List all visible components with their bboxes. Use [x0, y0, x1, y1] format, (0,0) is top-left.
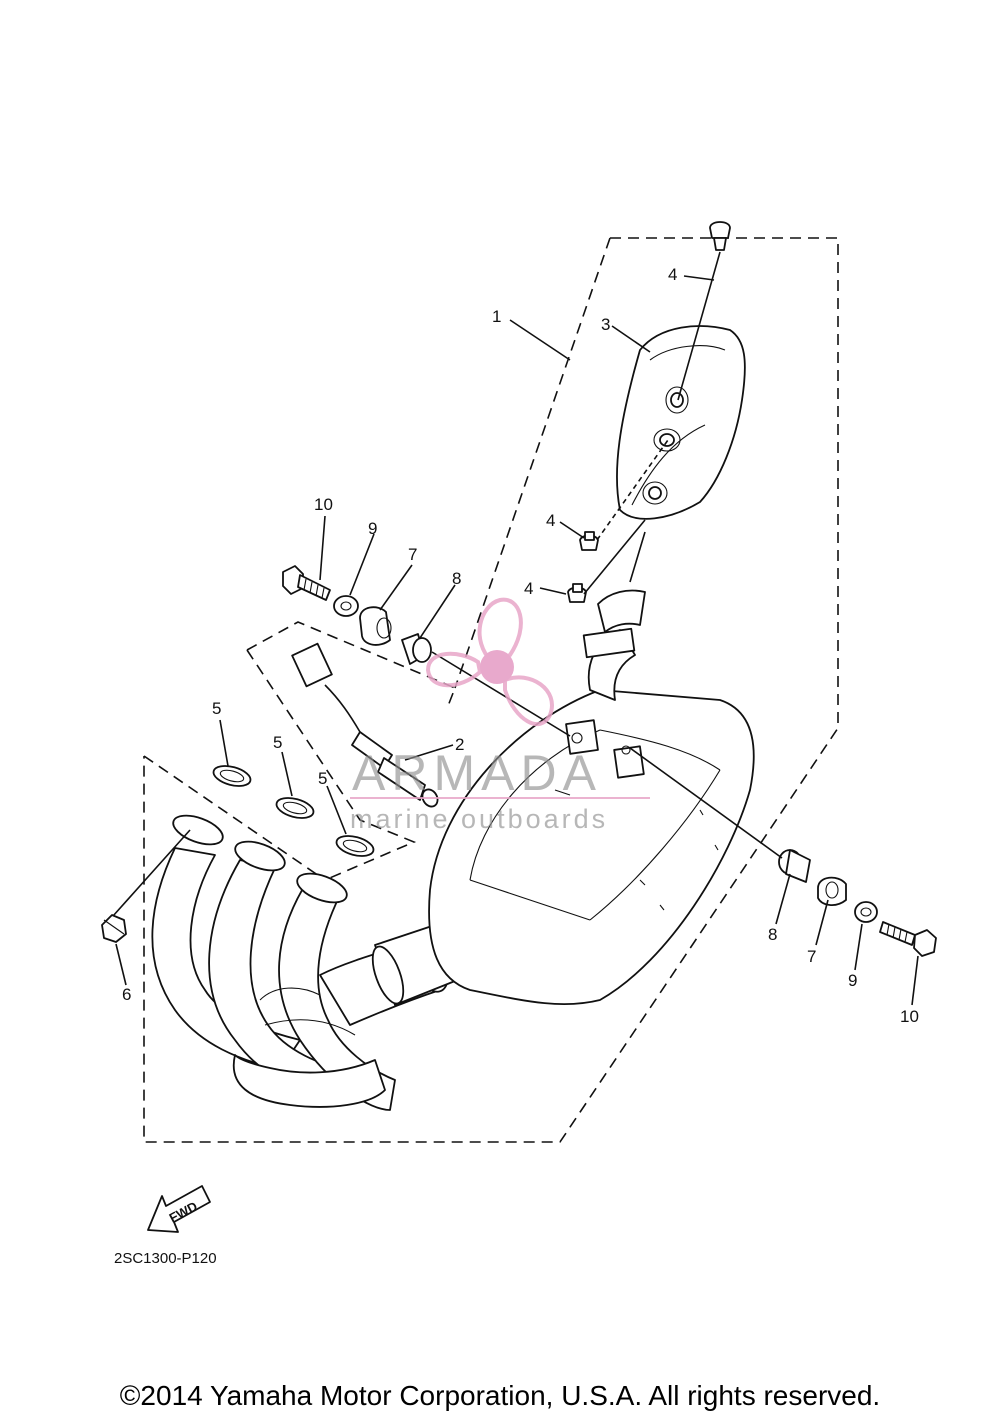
callout-10-left: 10 — [314, 495, 333, 514]
assembly-boundary — [143, 237, 839, 1143]
callout-6: 6 — [122, 985, 131, 1004]
propeller-logo-icon — [425, 597, 554, 727]
callout-7-right: 7 — [807, 947, 816, 966]
heat-protector — [616, 325, 746, 520]
callout-2: 2 — [455, 735, 464, 754]
callout-labels: 1 3 4 4 4 10 9 7 8 2 5 5 5 6 8 7 9 10 — [122, 265, 919, 1026]
callout-8-left: 8 — [452, 569, 461, 588]
right-fastener-stack — [778, 849, 937, 957]
assembly-axis-lines — [112, 251, 783, 917]
flange-nut — [101, 914, 127, 943]
armada-watermark: ARMADA marine outboards — [350, 597, 650, 834]
watermark-tagline: marine outboards — [350, 804, 608, 834]
callout-4-top: 4 — [668, 265, 677, 284]
copyright-notice: ©2014 Yamaha Motor Corporation, U.S.A. A… — [119, 1380, 881, 1411]
callout-5-middle: 5 — [273, 733, 282, 752]
callout-9-left: 9 — [368, 519, 377, 538]
exhaust-gaskets — [212, 765, 375, 857]
callout-5-right: 5 — [318, 769, 327, 788]
callout-4-lower: 4 — [524, 579, 533, 598]
fwd-arrow-icon: FWD — [147, 1185, 211, 1233]
callout-5-left: 5 — [212, 699, 221, 718]
exhaust-header-pipes — [151, 814, 396, 1111]
left-fastener-stack — [282, 565, 432, 665]
callout-9-right: 9 — [848, 971, 857, 990]
muffler-body — [428, 589, 755, 1005]
callout-7-left: 7 — [408, 545, 417, 564]
screws — [567, 221, 731, 603]
callout-1: 1 — [492, 307, 501, 326]
part-code: 2SC1300-P120 — [114, 1250, 217, 1267]
callout-10-right: 10 — [900, 1007, 919, 1026]
callout-8-right: 8 — [768, 925, 777, 944]
callout-4-middle: 4 — [546, 511, 555, 530]
leader-lines — [115, 275, 919, 1006]
callout-3: 3 — [601, 315, 610, 334]
watermark-brand: ARMADA — [352, 745, 602, 801]
